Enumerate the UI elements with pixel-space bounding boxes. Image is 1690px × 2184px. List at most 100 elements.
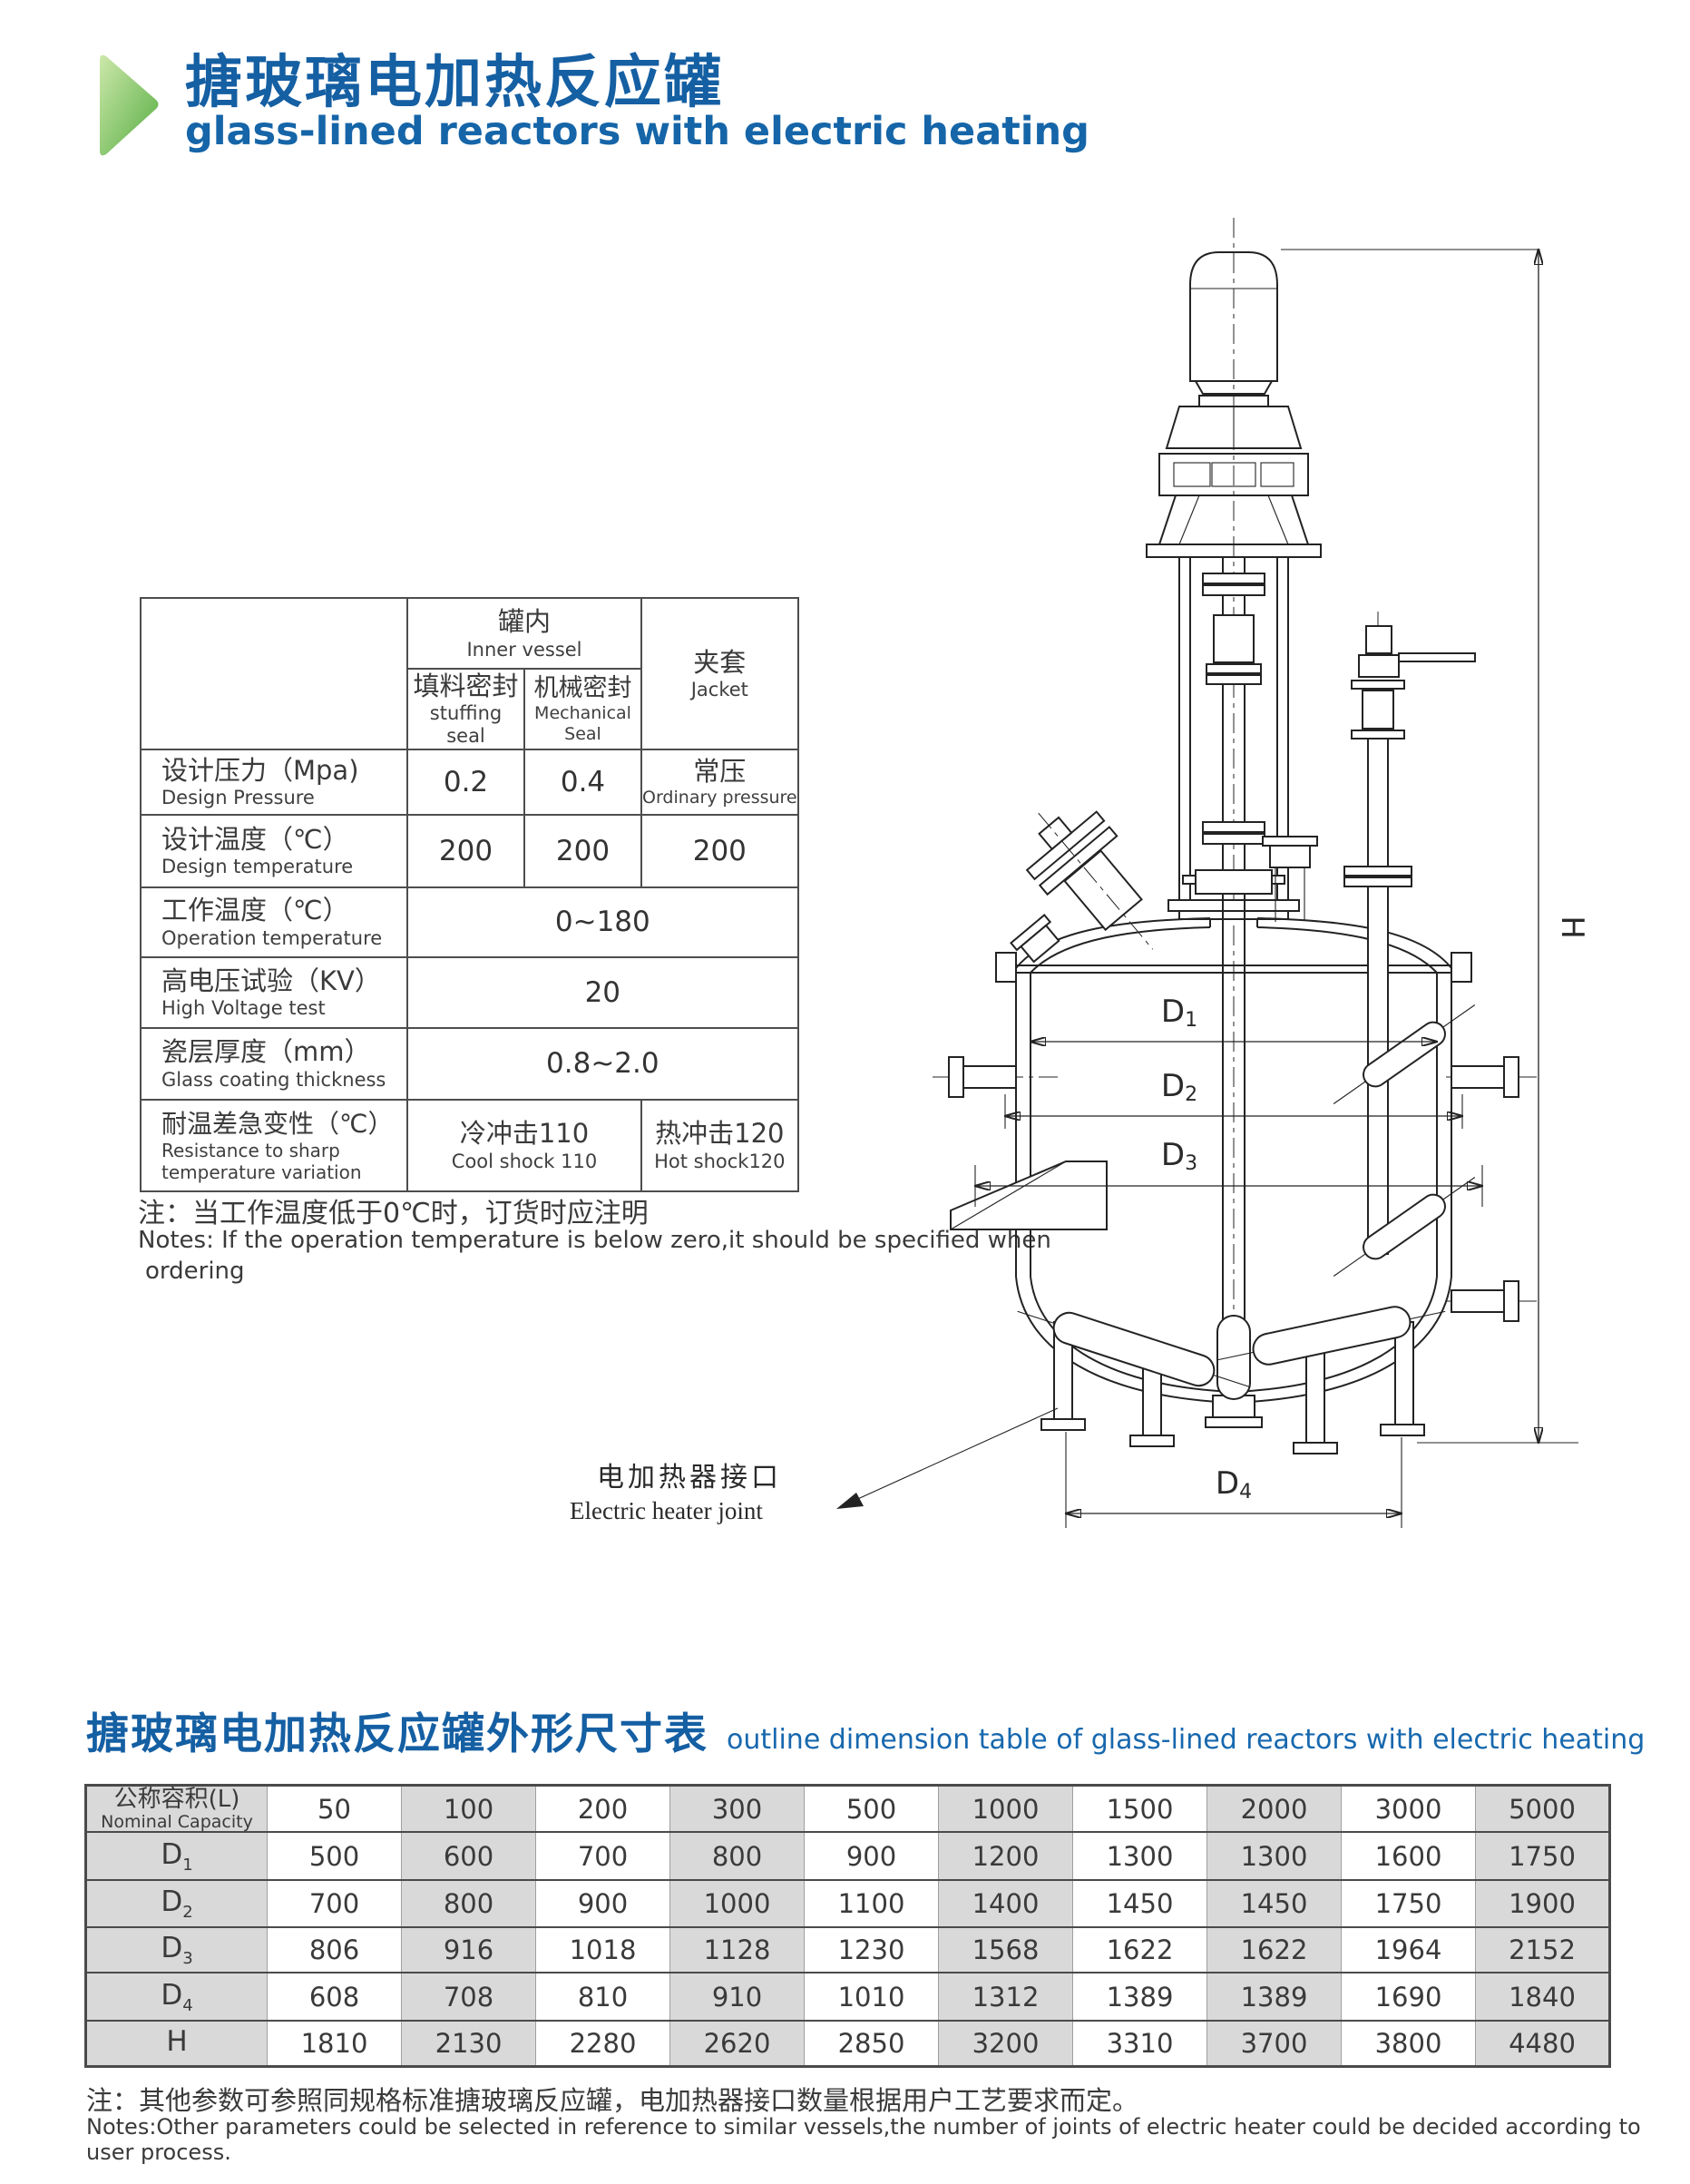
d2-main: D — [1161, 1068, 1185, 1104]
svg-text:D1: D1 — [1161, 994, 1197, 1032]
row-zh: 瓷层厚度（mm） — [161, 1036, 371, 1068]
dim-value-cell: 1400 — [938, 1879, 1073, 1928]
dim-value-cell: 1450 — [1206, 1879, 1342, 1928]
dim-note-en: Notes:Other parameters could be selected… — [86, 2114, 1641, 2165]
dim-value-cell: 2130 — [401, 2020, 536, 2067]
spec-row-label: 瓷层厚度（mm） Glass coating thickness — [140, 1026, 408, 1101]
dimension-table: 公称容积(L) Nominal Capacity 50 100 200 300 … — [84, 1784, 1611, 2068]
capacity-label-en: Nominal Capacity — [101, 1811, 253, 1832]
row-label-main: D — [161, 1885, 183, 1919]
row-label-sub: 4 — [182, 1996, 193, 2016]
dim-header-label: 公称容积(L) Nominal Capacity — [85, 1785, 268, 1833]
spec-value: 200 — [523, 813, 642, 888]
spec-row-label: 耐温差急变性（℃） Resistance to sharp temperatur… — [140, 1098, 408, 1192]
dim-row-d1: D1 500 600 700 800 900 1200 1300 1300 16… — [85, 1831, 1610, 1881]
dim-value-cell: 3310 — [1072, 2020, 1207, 2067]
row-zh: 设计压力（Mpa) — [161, 754, 359, 786]
dim-value-cell: 1690 — [1341, 1972, 1476, 2022]
dim-value-cell: 1568 — [938, 1926, 1073, 1973]
row-en: Resistance to sharp temperature variatio… — [161, 1139, 362, 1183]
row-label-sub: 2 — [182, 1903, 193, 1923]
dim-value-cell: 910 — [669, 1972, 805, 2022]
dim-row-h: H 1810 2130 2280 2620 2850 3200 3310 370… — [85, 2020, 1610, 2067]
jacket-zh: 夹套 — [693, 646, 747, 678]
mechanical-zh: 机械密封 — [533, 673, 632, 702]
spec-row-label: 高电压试验（KV） High Voltage test — [140, 955, 408, 1029]
row-en: Design Pressure — [161, 787, 315, 809]
dim-capacity-cell: 3000 — [1341, 1785, 1476, 1833]
dim-value-cell: 1810 — [267, 2020, 402, 2067]
spec-corner-cell — [140, 597, 408, 750]
spec-value: 0.2 — [406, 748, 525, 816]
page-title-en: glass-lined reactors with electric heati… — [185, 109, 1089, 154]
spec-row-label: 设计温度（℃） Design temperature — [140, 813, 408, 888]
green-arrow-icon — [100, 54, 159, 156]
dim-value-cell: 1900 — [1475, 1879, 1610, 1928]
dim-value-cell: 1750 — [1341, 1879, 1476, 1928]
dim-capacity-cell: 200 — [535, 1785, 670, 1833]
technical-drawing: H — [570, 218, 1590, 1528]
dim-value-cell: 800 — [401, 1879, 536, 1928]
dim-section-title: 搪玻璃电加热反应罐外形尺寸表 outline dimension table o… — [86, 1699, 1645, 1761]
spec-value-cold: 冷冲击110 Cool shock 110 — [406, 1098, 642, 1192]
capacity-label-zh: 公称容积(L) — [113, 1786, 240, 1813]
row-zh: 工作温度（℃） — [161, 895, 349, 926]
d1-sub: 1 — [1185, 1009, 1197, 1032]
dim-value-cell: 2152 — [1475, 1926, 1610, 1973]
inner-vessel-en: Inner vessel — [466, 638, 582, 661]
dim-capacity-cell: 5000 — [1475, 1785, 1610, 1833]
dim-value-cell: 3200 — [938, 2020, 1073, 2067]
dim-value-cell: 1100 — [804, 1879, 939, 1928]
dim-row-label: D2 — [85, 1879, 268, 1928]
dim-value-cell: 1000 — [669, 1879, 805, 1928]
dim-value-cell: 2620 — [669, 2020, 805, 2067]
dim-value-cell: 916 — [401, 1926, 536, 1973]
right-upper-nozzle — [1446, 1056, 1539, 1098]
d3-main: D — [1161, 1137, 1185, 1173]
dim-value-cell: 1600 — [1341, 1831, 1476, 1881]
hot-shock-en: Hot shock120 — [654, 1150, 786, 1172]
dimension-H: H — [1281, 250, 1590, 1443]
d1-main: D — [1161, 994, 1185, 1030]
spec-row-label: 工作温度（℃） Operation temperature — [140, 886, 408, 958]
ordinary-pressure-en: Ordinary pressure — [642, 788, 797, 808]
stuffing-zh: 填料密封 — [413, 671, 519, 701]
spec-value: 0.4 — [523, 748, 642, 816]
spec-value-span: 0.8~2.0 — [406, 1026, 799, 1101]
spec-note-zh: 注：当工作温度低于0℃时，订货时应注明 — [138, 1198, 649, 1229]
dimension-D2: D2 — [1005, 1068, 1462, 1129]
dim-value-cell: 700 — [535, 1831, 670, 1881]
dim-value-cell: 3700 — [1206, 2020, 1342, 2067]
spec-header-mechanical: 机械密封 Mechanical Seal — [523, 668, 642, 750]
dim-row-d4: D4 608 708 810 910 1010 1312 1389 1389 1… — [85, 1972, 1610, 2022]
motor-assembly — [1146, 251, 1322, 558]
spec-note-en: Notes: If the operation temperature is b… — [138, 1227, 1051, 1254]
dim-value-cell: 1312 — [938, 1972, 1073, 2022]
drive-lantern — [1167, 556, 1300, 920]
dim-capacity-cell: 300 — [669, 1785, 805, 1833]
dome-nozzle — [1262, 836, 1318, 922]
spec-header-inner-vessel: 罐内 Inner vessel — [406, 597, 642, 670]
dim-value-cell: 1300 — [1206, 1831, 1342, 1881]
row-zh: 耐温差急变性（℃） — [161, 1108, 394, 1139]
d4-sub: 4 — [1239, 1481, 1252, 1503]
cold-shock-zh: 冷冲击110 — [459, 1118, 590, 1150]
dim-row-label: H — [85, 2020, 268, 2067]
spec-value: 200 — [406, 813, 525, 888]
heater-joint-label-en: Electric heater joint — [570, 1497, 763, 1524]
dim-value-cell: 810 — [535, 1972, 670, 2022]
dim-row-label: D3 — [85, 1926, 268, 1973]
agitator — [1017, 894, 1476, 1400]
dim-value-cell: 900 — [535, 1879, 670, 1928]
dim-header-row: 公称容积(L) Nominal Capacity 50 100 200 300 … — [85, 1785, 1610, 1833]
spec-value: 200 — [640, 813, 799, 888]
dim-value-cell: 608 — [267, 1972, 402, 2022]
row-zh: 设计温度（℃） — [161, 823, 349, 855]
left-side-nozzle — [933, 1056, 1058, 1098]
d4-main: D — [1216, 1465, 1239, 1502]
svg-text:D4: D4 — [1216, 1465, 1252, 1503]
dim-capacity-cell: 1000 — [938, 1785, 1073, 1833]
svg-text:D2: D2 — [1161, 1068, 1197, 1106]
dim-value-cell: 1964 — [1341, 1926, 1476, 1973]
dim-title-en: outline dimension table of glass-lined r… — [727, 1724, 1646, 1756]
